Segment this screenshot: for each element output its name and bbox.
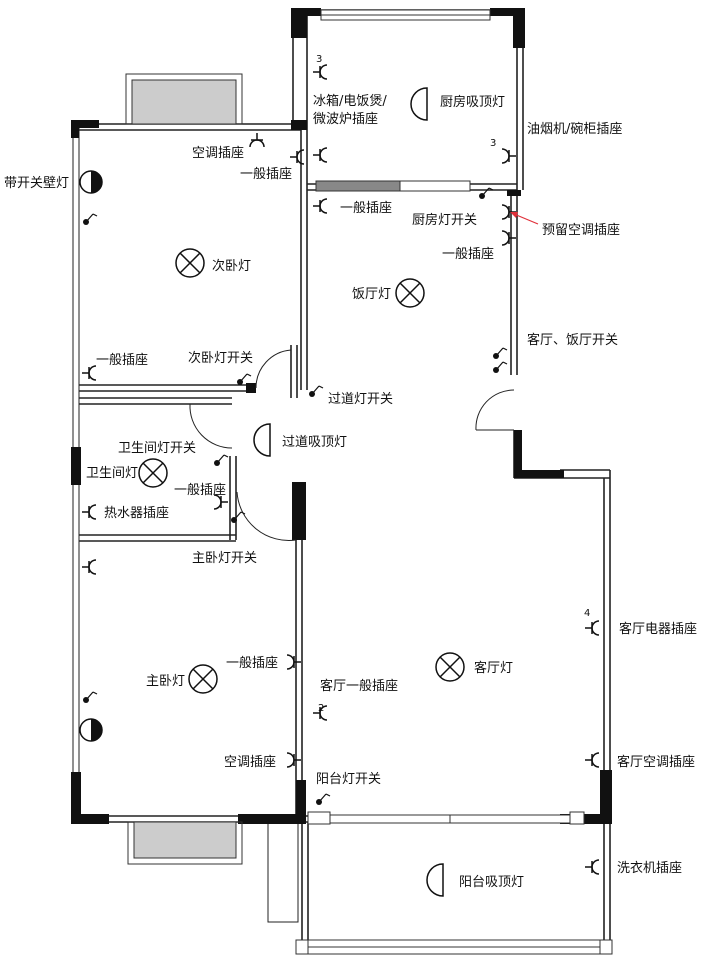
living-light-label: 客厅灯	[474, 660, 513, 676]
structural-columns	[71, 8, 612, 824]
corridor-switch-label: 过道灯开关	[328, 392, 393, 407]
master-ac-socket-icon	[286, 752, 302, 768]
bedroom2-wall-lamp-icon	[79, 170, 103, 194]
socket-master-label: 一般插座	[226, 655, 278, 671]
living-socket-label: 客厅一般插座	[320, 678, 398, 694]
dining-light-icon	[395, 278, 425, 308]
bedroom2-wall-lamp-label: 带开关壁灯	[4, 176, 69, 191]
reserved-ac-label: 预留空调插座	[542, 223, 620, 238]
labels: 带开关壁灯 空调插座 一般插座 次卧灯 一般插座 次卧灯开关 冰箱/电饭煲/ 微…	[4, 93, 697, 890]
hood-socket-label: 油烟机/碗柜插座	[527, 121, 622, 137]
balcony-ceiling-light-icon	[426, 863, 444, 897]
living-socket-count: 2	[318, 703, 324, 714]
washer-label: 洗衣机插座	[617, 860, 682, 876]
balcony-light-label: 阳台吸顶灯	[459, 875, 524, 890]
corridor-switch-icon	[308, 385, 324, 398]
master-wall-lamp-switch-icon	[82, 691, 98, 704]
socket-bedroom2-bottom-label: 一般插座	[96, 352, 148, 368]
living-dining-switch-icon-2	[492, 361, 508, 374]
door-swings	[189, 349, 515, 541]
windows	[125, 9, 613, 955]
dining-light-label: 饭厅灯	[352, 287, 391, 302]
master-top-socket-icon	[81, 559, 97, 575]
appliance-socket-icon	[584, 620, 600, 636]
washer-socket-icon	[584, 859, 600, 875]
master-switch-label: 主卧灯开关	[192, 551, 257, 566]
living-dining-switch-icon-1	[492, 347, 508, 360]
dining-right-socket-icon	[501, 230, 517, 246]
balcony-switch-label: 阳台灯开关	[316, 772, 381, 787]
living-dining-switch-label: 客厅、饭厅开关	[527, 332, 618, 348]
kitchen-socket-icon	[312, 147, 328, 163]
hood-socket-icon	[501, 148, 517, 164]
hood-count: 3	[490, 138, 496, 149]
kitchen-ceiling-light-icon	[410, 87, 428, 121]
living-ac-socket-icon	[584, 752, 600, 768]
ac-master-label: 空调插座	[224, 755, 276, 770]
living-ac-label: 客厅空调插座	[617, 754, 695, 770]
bath-light-label: 卫生间灯	[86, 466, 138, 481]
fridge-count: 3	[316, 54, 322, 65]
balcony-switch-icon	[315, 793, 331, 806]
bedroom2-switch-label: 次卧灯开关	[188, 350, 253, 366]
living-light-icon	[435, 652, 465, 682]
fridge-socket-label-1: 冰箱/电饭煲/	[313, 93, 387, 109]
bath-light-icon	[138, 458, 168, 488]
master-wall-lamp-icon	[79, 718, 103, 742]
bedroom2-socket-bottom-icon	[81, 365, 97, 381]
lights	[79, 87, 465, 897]
ac-socket-bedroom2-icon	[249, 132, 265, 148]
master-light-label: 主卧灯	[146, 674, 185, 689]
ac-socket-bedroom2-label: 空调插座	[192, 146, 244, 161]
kitchen-switch-label: 厨房灯开关	[412, 212, 477, 228]
master-light-icon	[188, 664, 218, 694]
bedroom2-light-icon	[175, 248, 205, 278]
fridge-socket-label-2: 微波炉插座	[313, 112, 378, 127]
living-appliance-label: 客厅电器插座	[619, 621, 697, 637]
bedroom2-socket-top-icon	[289, 149, 305, 165]
fridge-socket-icon	[312, 64, 328, 80]
walls	[72, 9, 611, 951]
bath-switch-icon	[213, 454, 229, 467]
reserved-ac-arrow	[510, 212, 539, 225]
corridor-ceiling-light-icon	[253, 423, 271, 457]
dining-socket-icon	[312, 198, 328, 214]
water-heater-socket-icon	[81, 504, 97, 520]
socket-dining-label: 一般插座	[442, 246, 494, 262]
socket-bath-label: 一般插座	[174, 482, 226, 498]
socket-bedroom2-top-label: 一般插座	[240, 166, 292, 182]
master-socket-icon	[286, 654, 302, 670]
bath-switch-label: 卫生间灯开关	[118, 441, 196, 456]
bedroom2-light-label: 次卧灯	[212, 258, 251, 274]
appliance-count: 4	[584, 608, 590, 619]
corridor-light-label: 过道吸顶灯	[282, 435, 347, 450]
water-heater-label: 热水器插座	[104, 506, 169, 521]
socket-kitchen-bottom-label: 一般插座	[340, 200, 392, 216]
kitchen-light-label: 厨房吸顶灯	[440, 94, 505, 110]
bedroom2-wall-lamp-switch-icon	[82, 213, 98, 226]
